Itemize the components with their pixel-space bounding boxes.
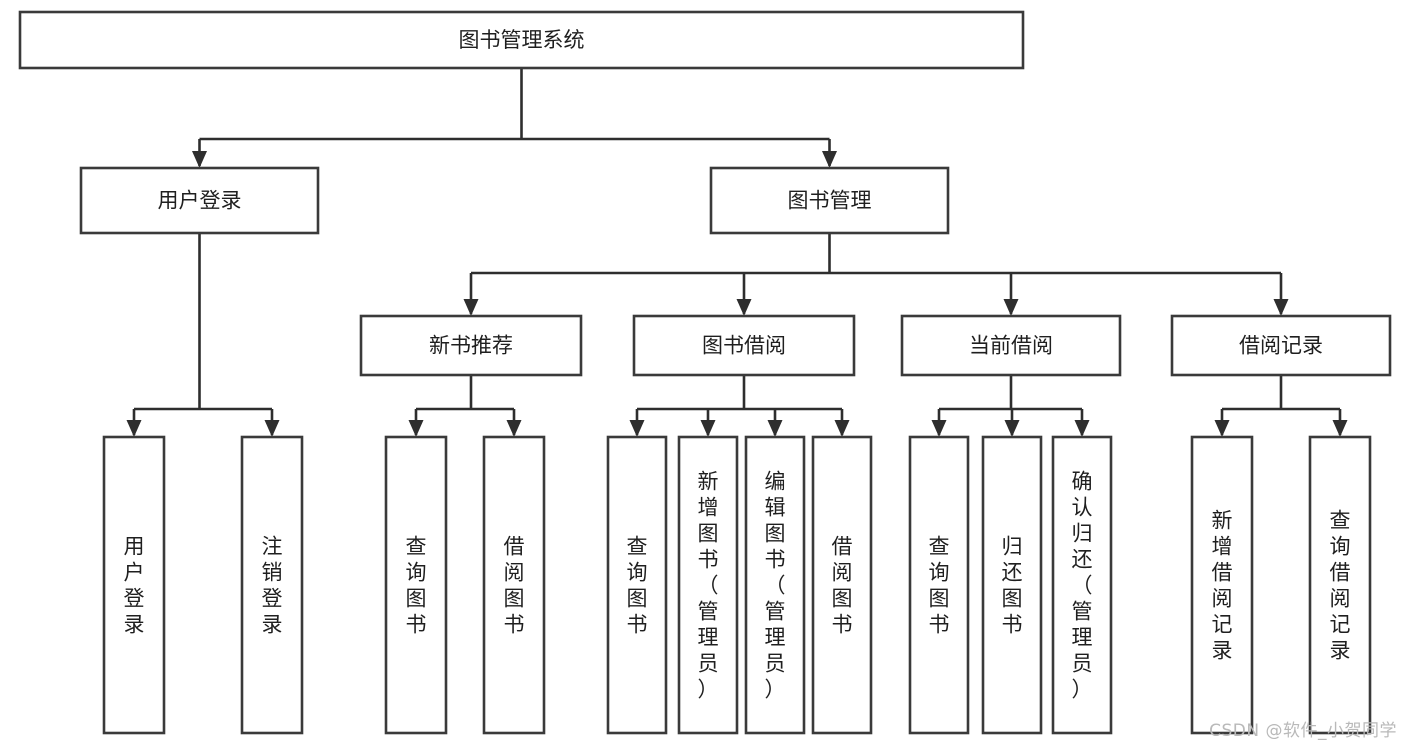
node-new-book-rec-label: 新书推荐 <box>429 334 513 358</box>
node-leaf-borrow-book-rec[interactable]: 借阅图书 <box>482 435 546 735</box>
arrow-head-icon-borrow-record-0 <box>1214 420 1230 437</box>
node-borrow-record-label: 借阅记录 <box>1239 334 1323 358</box>
node-leaf-user-logout[interactable]: 注销登录 <box>240 435 304 735</box>
node-layer: 图书管理系统用户登录图书管理新书推荐图书借阅当前借阅借阅记录用户登录注销登录查询… <box>18 10 1392 735</box>
arrow-head-icon-new-book-rec-1 <box>506 420 522 437</box>
arrow-head-icon-l3-0 <box>463 299 479 316</box>
node-book-manage-rect <box>709 166 950 235</box>
node-leaf-user-logout-rect <box>240 435 304 735</box>
node-leaf-query-book-borrow-rect <box>606 435 668 735</box>
node-leaf-return-book-label: 归还图书 <box>1002 534 1023 636</box>
arrow-head-icon-l2-1 <box>822 151 837 168</box>
arrow-head-icon-current-borrow-0 <box>931 420 947 437</box>
arrow-head-icon-l3-2 <box>1003 299 1019 316</box>
node-book-borrow[interactable]: 图书借阅 <box>632 314 856 377</box>
node-leaf-edit-book-label: 编辑图书（管理员） <box>765 469 786 701</box>
node-leaf-user-login-rect <box>102 435 166 735</box>
node-current-borrow-label: 当前借阅 <box>969 334 1053 358</box>
node-leaf-user-logout-label: 注销登录 <box>262 534 283 636</box>
node-leaf-confirm-return[interactable]: 确认归还（管理员） <box>1051 435 1113 735</box>
arrow-head-icon-l3-3 <box>1273 299 1289 316</box>
node-leaf-borrow-book-rect <box>811 435 873 735</box>
node-leaf-query-book-current-label: 查询图书 <box>929 534 950 636</box>
node-leaf-edit-book[interactable]: 编辑图书（管理员） <box>744 435 806 735</box>
arrow-head-icon-current-borrow-1 <box>1004 420 1020 437</box>
node-leaf-query-record-rect <box>1308 435 1372 735</box>
arrow-head-icon-borrow-record-1 <box>1332 420 1348 437</box>
node-leaf-borrow-book-label: 借阅图书 <box>832 534 853 636</box>
node-leaf-user-login-label: 用户登录 <box>124 534 145 636</box>
node-book-manage-label: 图书管理 <box>788 189 872 213</box>
node-leaf-edit-book-rect <box>744 435 806 735</box>
node-leaf-query-record-label: 查询借阅记录 <box>1330 508 1351 662</box>
node-current-borrow-rect <box>900 314 1122 377</box>
node-leaf-confirm-return-label: 确认归还（管理员） <box>1072 469 1093 701</box>
arrow-head-icon-book-borrow-0 <box>629 420 645 437</box>
node-leaf-user-login[interactable]: 用户登录 <box>102 435 166 735</box>
node-leaf-query-book-current-rect <box>908 435 970 735</box>
node-book-manage[interactable]: 图书管理 <box>709 166 950 235</box>
node-borrow-record[interactable]: 借阅记录 <box>1170 314 1392 377</box>
node-leaf-add-book[interactable]: 新增图书（管理员） <box>677 435 739 735</box>
arrow-head-icon-book-borrow-3 <box>834 420 850 437</box>
node-user-login-rect <box>79 166 320 235</box>
node-borrow-record-rect <box>1170 314 1392 377</box>
node-leaf-query-record[interactable]: 查询借阅记录 <box>1308 435 1372 735</box>
connector-layer <box>126 68 1348 437</box>
node-leaf-add-book-rect <box>677 435 739 735</box>
node-current-borrow[interactable]: 当前借阅 <box>900 314 1122 377</box>
arrow-head-icon-new-book-rec-0 <box>408 420 424 437</box>
node-leaf-query-book-borrow-label: 查询图书 <box>627 534 648 636</box>
node-leaf-return-book[interactable]: 归还图书 <box>981 435 1043 735</box>
node-leaf-confirm-return-rect <box>1051 435 1113 735</box>
node-user-login-label: 用户登录 <box>158 189 242 213</box>
node-leaf-add-record-label: 新增借阅记录 <box>1212 508 1233 662</box>
node-leaf-return-book-rect <box>981 435 1043 735</box>
arrow-head-icon-l3-1 <box>736 299 752 316</box>
arrow-head-icon-book-borrow-1 <box>700 420 716 437</box>
arrow-head-icon-l2-0 <box>192 151 207 168</box>
node-new-book-rec-rect <box>359 314 583 377</box>
node-leaf-add-record-rect <box>1190 435 1254 735</box>
node-root-book-management-system-label: 图书管理系统 <box>459 28 585 52</box>
node-new-book-rec[interactable]: 新书推荐 <box>359 314 583 377</box>
arrow-head-icon-user-login-0 <box>126 420 142 437</box>
watermark-text: CSDN @软件_小贺同学 <box>1209 721 1397 741</box>
node-leaf-query-book-rec[interactable]: 查询图书 <box>384 435 448 735</box>
node-leaf-borrow-book-rec-label: 借阅图书 <box>504 534 525 636</box>
node-leaf-add-book-label: 新增图书（管理员） <box>698 469 719 701</box>
node-leaf-query-book-rec-rect <box>384 435 448 735</box>
node-root-book-management-system[interactable]: 图书管理系统 <box>18 10 1025 70</box>
node-leaf-query-book-borrow[interactable]: 查询图书 <box>606 435 668 735</box>
node-leaf-query-book-current[interactable]: 查询图书 <box>908 435 970 735</box>
node-book-borrow-label: 图书借阅 <box>702 334 786 358</box>
node-leaf-add-record[interactable]: 新增借阅记录 <box>1190 435 1254 735</box>
node-leaf-borrow-book[interactable]: 借阅图书 <box>811 435 873 735</box>
node-user-login[interactable]: 用户登录 <box>79 166 320 235</box>
node-leaf-borrow-book-rec-rect <box>482 435 546 735</box>
arrow-head-icon-book-borrow-2 <box>767 420 783 437</box>
arrow-head-icon-user-login-1 <box>264 420 280 437</box>
arrow-head-icon-current-borrow-2 <box>1074 420 1090 437</box>
node-book-borrow-rect <box>632 314 856 377</box>
node-root-book-management-system-rect <box>18 10 1025 70</box>
node-leaf-query-book-rec-label: 查询图书 <box>406 534 427 636</box>
